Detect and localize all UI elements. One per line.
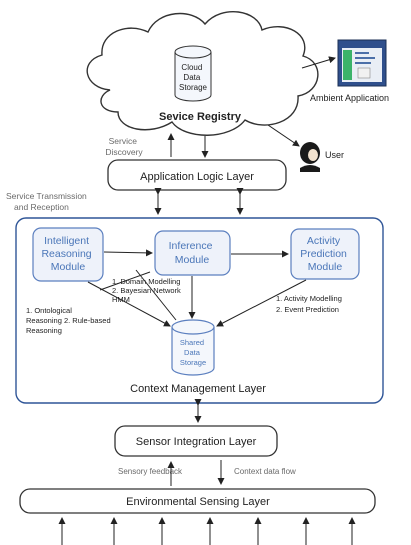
- context-data-flow-label: Context data flow: [234, 467, 296, 476]
- context-management-layer-label: Context Management Layer: [130, 383, 266, 395]
- intelligent-reasoning-module-box: [32, 227, 104, 282]
- environmental-sensing-layer-label: Environmental Sensing Layer: [126, 496, 270, 508]
- sensor-integration-layer-label: Sensor Integration Layer: [136, 436, 257, 448]
- user-label: User: [325, 150, 344, 160]
- cloud-to-user-arrow: [267, 124, 300, 147]
- shared-data-storage-label: Shared Data Storage: [180, 338, 206, 367]
- application-logic-layer-label: Application Logic Layer: [140, 171, 254, 183]
- inference-cross-line: [135, 269, 177, 321]
- cloud-storage-label: Cloud Data Storage: [179, 63, 208, 92]
- activity-notes: 1. Activity Modelling 2. Event Predictio…: [276, 294, 344, 314]
- shared-data-storage-icon: [171, 319, 215, 376]
- intelligent-reasoning-module-label: Intelligent Reasoning Module: [41, 235, 94, 273]
- inference-module-label: Inference Module: [169, 240, 216, 266]
- inference-module-box: [154, 230, 231, 276]
- inference-note-line: [99, 271, 151, 291]
- application-logic-layer-box: [107, 159, 287, 191]
- service-discovery-label: Service Discovery: [105, 136, 143, 157]
- sensor-integration-layer-box: [114, 425, 278, 457]
- service-transmission-label: Service Transmission and Reception: [6, 191, 89, 212]
- cloud-data-storage-icon: [174, 45, 212, 102]
- user-icon: [300, 142, 320, 172]
- reasoning-notes: 1. Ontological Reasoning 2. Rule-based R…: [26, 306, 113, 335]
- activity-prediction-module-label: Activity Prediction Module: [300, 235, 350, 273]
- ambient-application-label: Ambient Application: [310, 93, 389, 103]
- sensory-feedback-label: Sensory feedback: [118, 467, 183, 476]
- activity-prediction-module-box: [290, 228, 360, 280]
- activity-to-storage-arrow: [216, 279, 307, 327]
- reasoning-to-inference-arrow: [103, 249, 153, 257]
- ambient-application-icon: [337, 39, 387, 87]
- environmental-sensing-layer-box: [19, 488, 376, 514]
- sensor-input-arrows: [58, 517, 356, 545]
- cloud-to-app-arrow: [301, 56, 336, 69]
- service-registry-label: Sevice Registry: [159, 111, 242, 123]
